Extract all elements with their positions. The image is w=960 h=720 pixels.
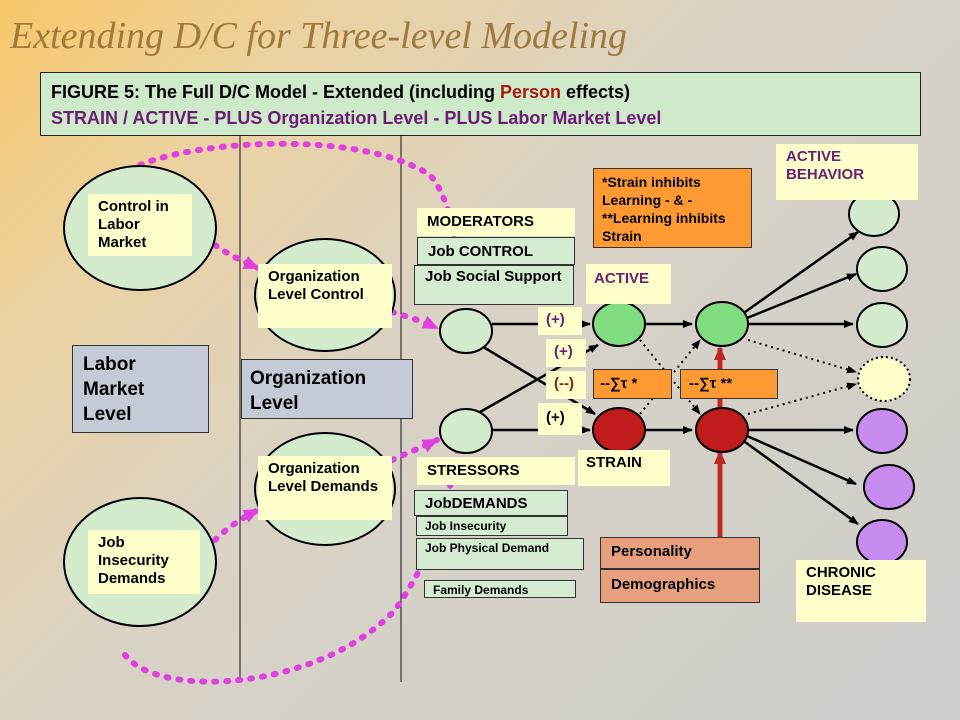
label-active: ACTIVE — [586, 264, 671, 304]
node-strain-1 — [592, 407, 646, 453]
person-highlight: Person — [500, 82, 562, 102]
outcome-node-6 — [863, 464, 915, 510]
label-strain: STRAIN — [578, 450, 670, 486]
node-control — [439, 308, 493, 354]
sign-minus: (--) — [546, 371, 586, 399]
stressor-job-insecurity: Job Insecurity — [416, 516, 568, 536]
moderator-social-support: Job Social Support — [414, 265, 574, 305]
dotted-arrow-out-4b — [747, 382, 857, 415]
moderators-header: MODERATORS — [417, 208, 575, 236]
dotted-arrow-bottom — [122, 415, 468, 685]
dotted-arrow-org-control — [389, 309, 440, 331]
arrow-out-2 — [746, 272, 857, 320]
figure-caption: FIGURE 5: The Full D/C Model - Extended … — [40, 72, 921, 136]
label-org-control: Organization Level Control — [258, 264, 392, 328]
node-active-2 — [695, 301, 749, 347]
outcome-node-3 — [856, 302, 908, 348]
dotted-arrow-out-4a — [747, 339, 857, 374]
slide-title: Extending D/C for Three-level Modeling — [10, 15, 627, 57]
outcome-node-5 — [856, 408, 908, 454]
node-strain-2 — [695, 407, 749, 453]
dotted-arrow-control-to-org — [212, 242, 261, 271]
figure-caption-line2: STRAIN / ACTIVE - PLUS Organization Leve… — [51, 108, 662, 128]
arrow-out-6 — [746, 434, 857, 486]
dotted-arrow-insecurity-to-org — [212, 507, 261, 543]
label-active-behavior: ACTIVE BEHAVIOR — [776, 144, 918, 200]
dotted-arrow-org-demands — [389, 437, 440, 463]
label-labor-market-level: Labor Market Level — [72, 345, 209, 433]
label-org-demands: Organization Level Demands — [258, 456, 392, 520]
demographics-box: Demographics — [600, 569, 760, 603]
sigma-box-2: --∑τ ** — [680, 369, 778, 399]
moderator-job-control: Job CONTROL — [417, 237, 575, 265]
stressor-job-physical: Job Physical Demand — [416, 538, 584, 570]
figure-caption-line1: FIGURE 5: The Full D/C Model - Extended … — [51, 82, 631, 102]
sign-plus-top: (+) — [538, 307, 582, 335]
arrow-out-7 — [744, 440, 859, 526]
node-active-1 — [592, 301, 646, 347]
sign-plus-bottom: (+) — [538, 403, 582, 435]
learning-strain-note: *Strain inhibits Learning - & - **Learni… — [593, 168, 752, 248]
sigma-box-1: --∑τ * — [593, 369, 672, 399]
outcome-node-7 — [856, 519, 908, 565]
dotted-arrow-strain-active — [639, 339, 701, 415]
stressor-family-demands: Family Demands — [424, 580, 576, 598]
label-control-labor-market: Control in Labor Market — [88, 194, 192, 256]
label-organization-level: Organization Level — [241, 359, 413, 419]
stressors-header: STRESSORS — [417, 457, 575, 485]
sign-plus-mid: (+) — [546, 339, 586, 367]
node-demands — [439, 408, 493, 454]
personality-box: Personality — [600, 537, 760, 569]
dotted-arrow-active-strain — [639, 339, 701, 415]
outcome-node-4 — [857, 356, 911, 402]
outcome-node-2 — [856, 246, 908, 292]
stressor-job-demands: JobDEMANDS — [414, 490, 568, 516]
label-job-insecurity: Job Insecurity Demands — [88, 530, 200, 594]
label-chronic-disease: CHRONIC DISEASE — [796, 560, 926, 622]
arrow-out-1 — [744, 230, 859, 314]
